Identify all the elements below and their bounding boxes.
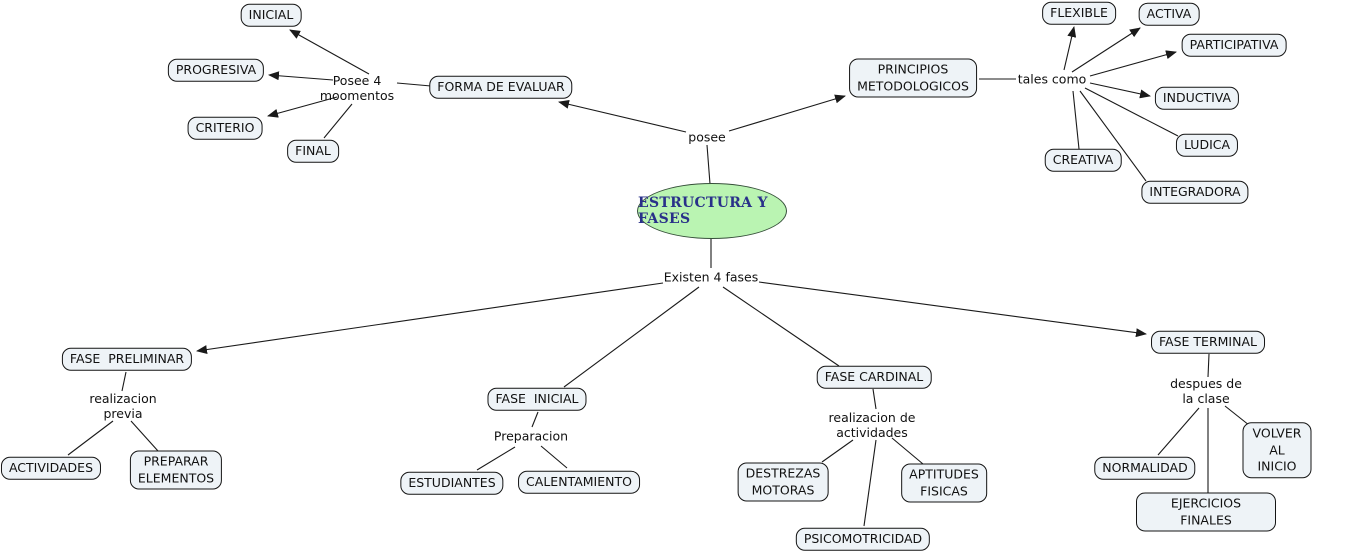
link-label-realizacion-de-actividades[interactable]: realizacion de actividades [828,409,916,440]
node-integradora[interactable]: INTEGRADORA [1141,180,1249,204]
node-aptitudes-fisicas[interactable]: APTITUDES FISICAS [901,463,987,503]
node-psicomotricidad[interactable]: PSICOMOTRICIDAD [795,527,931,551]
node-ejercicios-finales[interactable]: EJERCICIOS FINALES [1136,492,1276,532]
link-label-realizacion-previa[interactable]: realizacion previa [89,390,157,421]
node-volver-al-inicio[interactable]: VOLVER AL INICIO [1242,422,1312,478]
node-ludica[interactable]: LUDICA [1175,133,1239,157]
node-calentamiento[interactable]: CALENTAMIENTO [518,470,640,494]
link-label-posee[interactable]: posee [688,129,726,145]
link-label-despues-de-la-clase[interactable]: despues de la clase [1170,375,1242,406]
node-fase-cardinal[interactable]: FASE CARDINAL [816,365,932,389]
node-criterio[interactable]: CRITERIO [187,116,263,140]
link-label-posee-4-moomentos[interactable]: Posee 4 moomentos [319,72,395,103]
node-participativa[interactable]: PARTICIPATIVA [1181,33,1287,57]
node-fase-inicial[interactable]: FASE INICIAL [487,387,587,411]
node-forma-de-evaluar[interactable]: FORMA DE EVALUAR [429,75,573,99]
node-inductiva[interactable]: INDUCTIVA [1154,86,1240,110]
node-estudiantes[interactable]: ESTUDIANTES [400,471,504,495]
node-principios-metodologicos[interactable]: PRINCIPIOS METODOLOGICOS [849,58,977,98]
node-inicial[interactable]: INICIAL [240,3,302,27]
node-final[interactable]: FINAL [287,139,339,163]
link-label-preparacion[interactable]: Preparacion [493,428,569,444]
link-label-existen-4-fases[interactable]: Existen 4 fases [663,269,759,285]
node-flexible[interactable]: FLEXIBLE [1042,1,1116,25]
link-label-tales-como[interactable]: tales como [1017,71,1087,87]
node-actividades[interactable]: ACTIVIDADES [0,456,102,480]
node-fase-preliminar[interactable]: FASE PRELIMINAR [61,347,193,371]
node-progresiva[interactable]: PROGRESIVA [167,58,265,82]
node-activa[interactable]: ACTIVA [1138,2,1200,26]
node-creativa[interactable]: CREATIVA [1044,148,1122,172]
node-preparar-elementos[interactable]: PREPARAR ELEMENTOS [129,450,223,490]
root-node-estructura-y-fases[interactable]: ESTRUCTURA Y FASES [637,183,787,239]
node-destrezas-motoras[interactable]: DESTREZAS MOTORAS [737,462,829,502]
node-normalidad[interactable]: NORMALIDAD [1094,456,1196,480]
node-fase-terminal[interactable]: FASE TERMINAL [1151,330,1265,354]
